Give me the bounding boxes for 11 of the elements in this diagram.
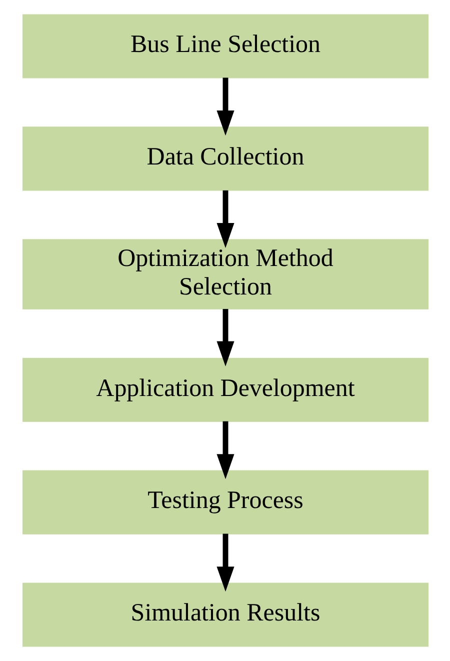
- arrow: [216, 421, 234, 480]
- arrow: [216, 308, 234, 366]
- arrow: [216, 190, 234, 248]
- node-box: Application Development: [22, 358, 428, 422]
- arrow: [216, 78, 234, 136]
- arrow: [216, 534, 234, 592]
- node-box: Simulation Results: [22, 582, 428, 647]
- node-box: Bus Line Selection: [22, 14, 428, 78]
- node-box: Testing Process: [22, 470, 428, 534]
- node-box: Data Collection: [22, 126, 428, 191]
- node-box: Optimization Method Selection: [22, 239, 428, 310]
